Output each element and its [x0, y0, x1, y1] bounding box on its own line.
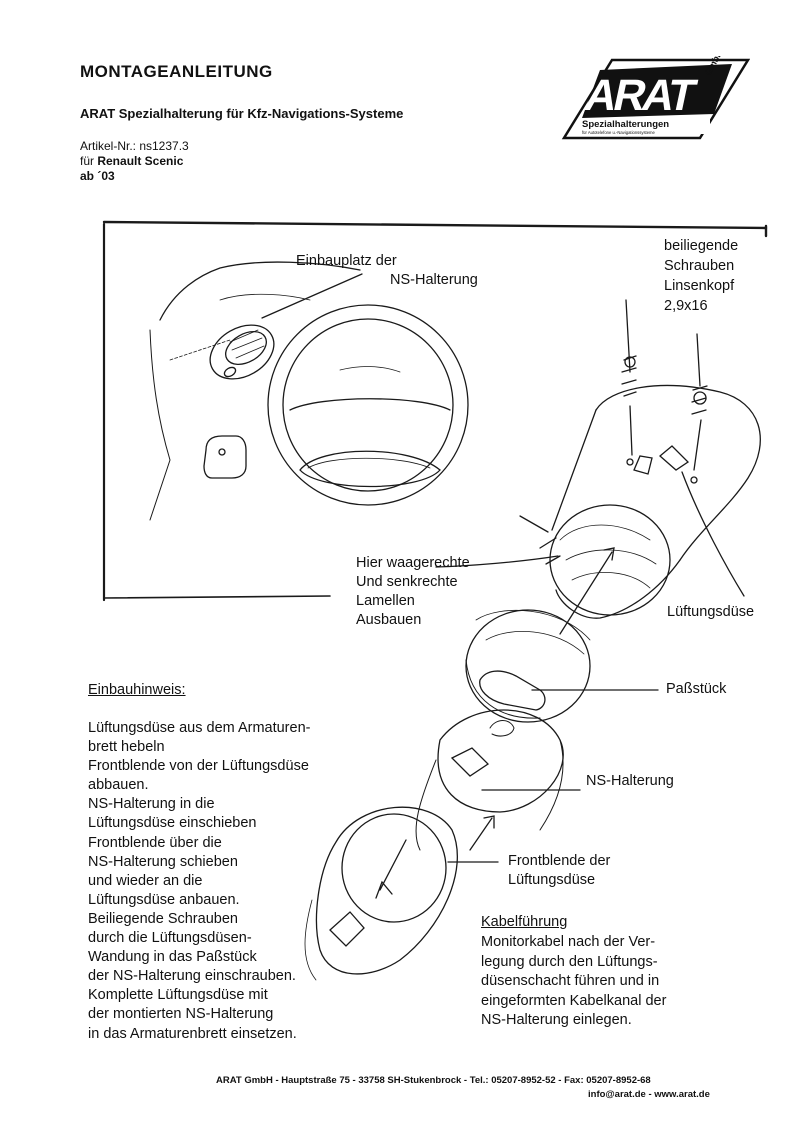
steering-wheel-drawing [267, 304, 469, 506]
screw-right-drawing [690, 333, 708, 484]
footer-contact: info@arat.de - www.arat.de [588, 1089, 710, 1100]
einbauhinweis-title: Einbauhinweis: [88, 682, 186, 698]
leader-einbauplatz [261, 273, 363, 319]
arat-logo: ARAT GmbH Spezialhalterungen für Autotel… [561, 56, 750, 140]
label-lamellen-line2: Und senkrechte [356, 574, 458, 590]
einbauhinweis-line: durch die Lüftungsdüsen- [88, 930, 252, 947]
einbauhinweis-line: Wandung in das Paßstück [88, 949, 257, 966]
document-subtitle: ARAT Spezialhalterung für Kfz-Navigation… [80, 106, 404, 121]
kabelfuehrung-line: NS-Halterung einlegen. [481, 1012, 632, 1028]
einbauhinweis-line: NS-Halterung in die [88, 796, 215, 813]
kabelfuehrung-line: Monitorkabel nach der Ver- [481, 934, 656, 950]
logo-tagline: Spezialhalterungen [582, 119, 669, 130]
kabelfuehrung-line: eingeformten Kabelkanal der [481, 992, 667, 1009]
frame-bottom-line [103, 595, 331, 599]
einbauhinweis-line: NS-Halterung schieben [88, 853, 238, 870]
label-schrauben-line4: 2,9x16 [664, 298, 708, 314]
label-schrauben-line3: Linsenkopf [664, 278, 735, 294]
einbauhinweis-line: Lüftungsdüse einschieben [88, 815, 257, 832]
ns-halterung-drawing [415, 709, 564, 851]
label-passstueck: Paßstück [666, 681, 727, 697]
einbauhinweis-line: der montierten NS-Halterung [88, 1006, 274, 1023]
einbauhinweis-line: Frontblende über die [88, 834, 222, 851]
footer-address: ARAT GmbH - Hauptstraße 75 - 33758 SH-St… [216, 1075, 651, 1086]
vehicle-line: für Renault Scenic [80, 154, 183, 169]
label-lamellen-line1: Hier waagerechte [356, 555, 470, 571]
einbauhinweis-line: Lüftungsdüse anbauen. [88, 891, 240, 908]
label-lamellen-line4: Ausbauen [356, 612, 422, 628]
dashboard-vent-drawing [209, 324, 275, 380]
kabelfuehrung-line: legung durch den Lüftungs- [481, 953, 658, 970]
label-frontblende-line2: Lüftungsdüse [508, 872, 596, 888]
leader-lueftungsduese [681, 471, 745, 597]
label-lamellen: Hier waagerechte Und senkrechte Lamellen… [356, 554, 470, 630]
screw-left-drawing [621, 299, 637, 466]
einbauhinweis-line: Beiliegende Schrauben [88, 910, 238, 927]
logo-small-text: für Autotelefone u.-Navigationssysteme [582, 130, 656, 135]
label-schrauben-line2: Schrauben [664, 258, 735, 274]
einbauhinweis-line: Lüftungsdüse aus dem Armaturen- [88, 720, 311, 736]
einbauhinweis-line: Frontblende von der Lüftungsdüse [88, 758, 309, 775]
label-lamellen-line3: Lamellen [356, 593, 415, 609]
einbauhinweis-line: brett hebeln [88, 739, 165, 756]
logo-brand: ARAT [580, 71, 700, 119]
vehicle-model: Renault Scenic [97, 154, 184, 168]
einbauhinweis-line: Komplette Lüftungsdüse mit [88, 987, 268, 1004]
einbauhinweis-text: Lüftungsdüse aus dem Armaturen-brett heb… [88, 719, 310, 1044]
kabelfuehrung-line: düsenschacht führen und in [481, 973, 660, 989]
article-number: Artikel-Nr.: ns1237.3 [80, 139, 189, 153]
einbauhinweis-line: der NS-Halterung einschrauben. [88, 968, 296, 985]
label-frontblende-line1: Frontblende der [508, 853, 611, 869]
einbauhinweis-line: in das Armaturenbrett einsetzen. [88, 1025, 297, 1042]
vehicle-prefix: für [80, 154, 98, 168]
lueftungsduese-drawing [519, 384, 761, 619]
label-schrauben-line1: beiliegende [664, 238, 739, 254]
passstueck-drawing [465, 609, 591, 723]
label-schrauben: beiliegende Schrauben Linsenkopf 2,9x16 [664, 236, 738, 316]
frontblende-drawing [304, 806, 495, 981]
label-einbauplatz-line1: Einbauplatz der [296, 253, 397, 269]
label-einbauplatz-line2: NS-Halterung [390, 272, 478, 288]
label-frontblende: Frontblende der Lüftungsdüse [508, 852, 610, 890]
model-year: ab ´03 [80, 169, 115, 183]
kabelfuehrung-title: Kabelführung [481, 914, 568, 930]
frame-top-line [102, 220, 768, 230]
label-ns-halterung: NS-Halterung [586, 773, 674, 789]
insert-arrow-1 [559, 551, 613, 635]
einbauhinweis-line: abbauen. [88, 777, 149, 794]
label-lueftungsduese: Lüftungsdüse [667, 604, 755, 620]
einbauhinweis-line: und wieder an die [88, 872, 203, 889]
kabelfuehrung-text: Monitorkabel nach der Ver-legung durch d… [481, 933, 666, 1031]
document-title: MONTAGEANLEITUNG [80, 62, 273, 81]
